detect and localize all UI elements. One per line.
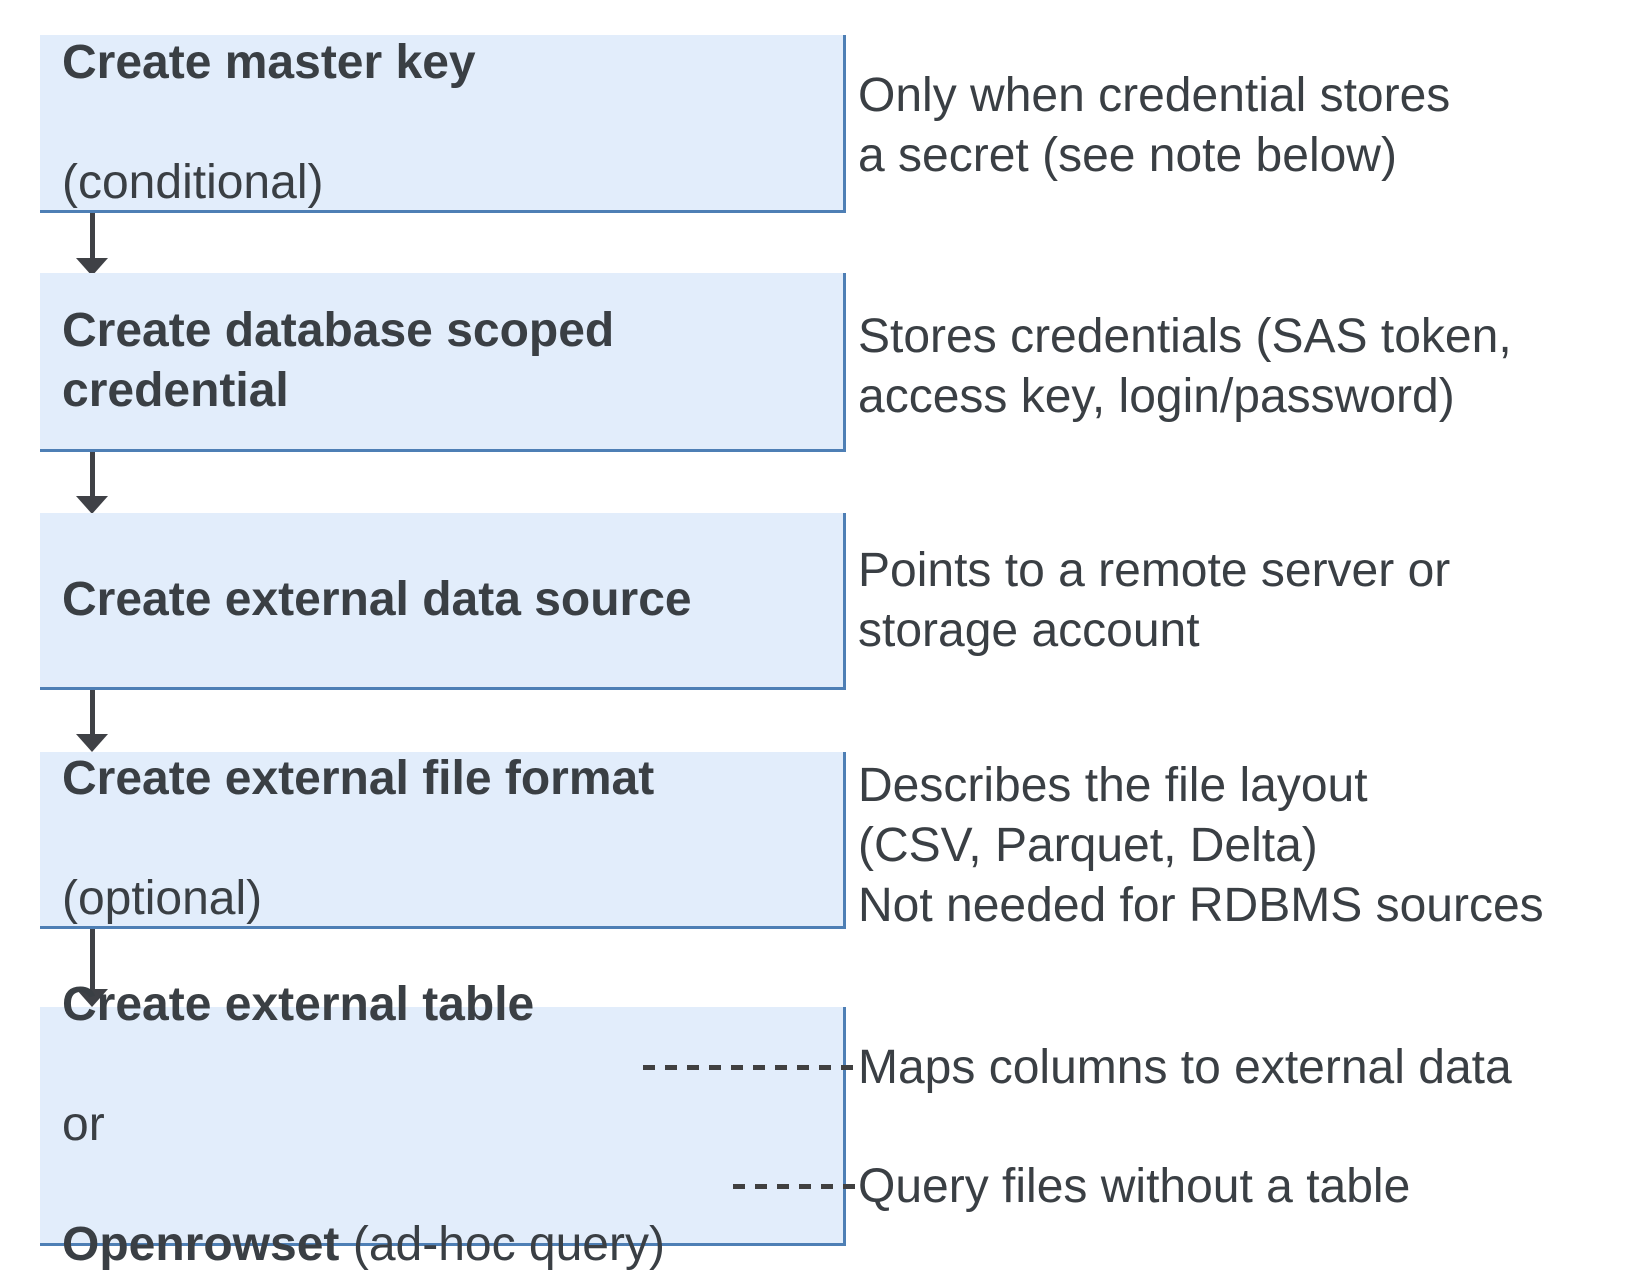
step-subtitle: (optional) (62, 872, 263, 925)
note-scoped-credential: Stores credentials (SAS token, access ke… (858, 310, 1512, 423)
step-box-data-source: Create external data source (40, 513, 846, 690)
step-box-scoped-credential-text: Create database scoped credential (40, 241, 614, 481)
down-arrow-icon (76, 496, 108, 514)
step-alt-title: Openrowset (62, 1218, 340, 1271)
step-title: Create master key (62, 35, 476, 89)
down-arrow-icon (76, 989, 108, 1007)
step-box-scoped-credential: Create database scoped credential (40, 273, 846, 452)
step-title: Create external file format (62, 752, 655, 805)
step-box-external-table-text: Create external table or Openrowset(ad-h… (40, 915, 665, 1284)
dashed-connector-table (643, 1065, 863, 1070)
down-arrow-icon (76, 734, 108, 752)
down-arrow-shaft (90, 452, 95, 496)
step-box-file-format: Create external file format (optional) (40, 752, 846, 929)
dashed-connector-openrowset (733, 1184, 863, 1189)
step-alt-suffix: (ad-hoc query) (352, 1218, 665, 1271)
down-arrow-shaft (90, 929, 95, 989)
down-arrow-icon (76, 258, 108, 276)
down-arrow-shaft (90, 213, 95, 258)
down-arrow-shaft (90, 690, 95, 734)
step-subtitle: (conditional) (62, 155, 324, 209)
step-title: Create database scoped credential (62, 304, 615, 417)
step-box-master-key: Create master key (conditional) (40, 35, 846, 213)
note-file-format: Describes the file layout (CSV, Parquet,… (858, 759, 1544, 932)
step-box-master-key-text: Create master key (conditional) (40, 0, 476, 273)
step-box-external-table: Create external table or Openrowset(ad-h… (40, 978, 846, 1271)
step-box-data-source-text: Create external data source (40, 510, 692, 690)
step-alt-line: Openrowset(ad-hoc query) (62, 1215, 665, 1275)
step-box-file-format-text: Create external file format (optional) (40, 689, 654, 989)
step-or-label: or (62, 1098, 105, 1151)
note-external-table: Maps columns to external data (858, 1041, 1512, 1094)
step-title: Create external table (62, 978, 535, 1031)
note-master-key: Only when credential stores a secret (se… (858, 69, 1451, 182)
note-openrowset: Query files without a table (858, 1160, 1411, 1213)
note-data-source: Points to a remote server or storage acc… (858, 544, 1451, 657)
step-title: Create external data source (62, 573, 692, 626)
